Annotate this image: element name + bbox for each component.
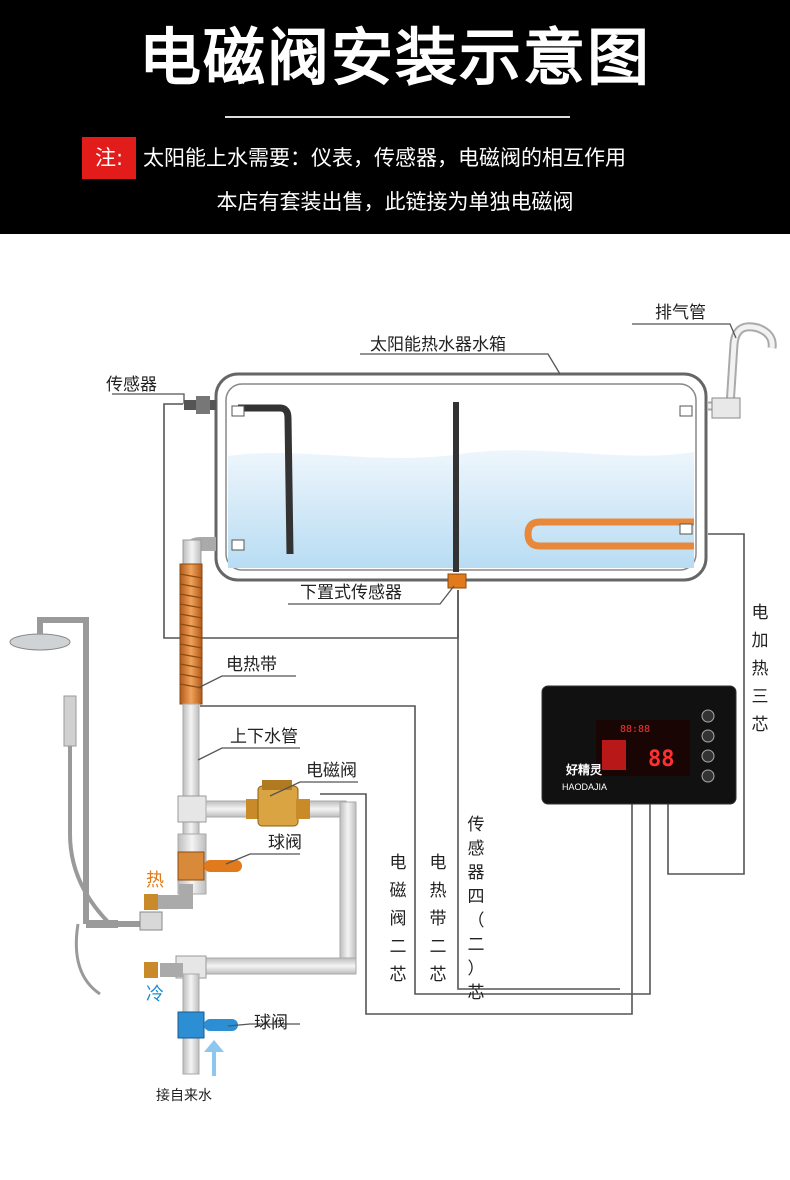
controller-button-4 xyxy=(701,769,715,783)
vertical-label-char: 芯 xyxy=(468,983,485,1003)
label-heating-tape: 电热带 xyxy=(226,655,277,675)
vertical-label-char: 电 xyxy=(390,853,407,873)
controller-brand-en: HAODAJIA xyxy=(562,782,607,792)
vertical-label-char: 二 xyxy=(390,937,407,957)
controller-button-3 xyxy=(701,749,715,763)
note-text-line1: 太阳能上水需要：仪表，传感器，电磁阀的相互作用 xyxy=(143,146,626,170)
label-exhaust-pipe: 排气管 xyxy=(655,303,706,323)
label-tap-water: 接自来水 xyxy=(156,1087,212,1104)
installation-diagram: 88:88 88 好精灵 HAODAJIA 排气管 太阳能热水器水箱 传感器 下… xyxy=(9,303,777,1104)
title-divider xyxy=(225,116,570,118)
label-solenoid-valve: 电磁阀 xyxy=(306,761,357,781)
controller-button-2 xyxy=(701,729,715,743)
vertical-label-char: 芯 xyxy=(430,965,447,985)
label-sensor: 传感器 xyxy=(106,375,157,395)
label-up-down-pipe: 上下水管 xyxy=(230,727,298,747)
label-ball-valve-cold: 球阀 xyxy=(254,1013,288,1033)
header-banner: 电磁阀安装示意图 注: 太阳能上水需要：仪表，传感器，电磁阀的相互作用 本店有套… xyxy=(0,0,790,234)
vertical-label-char: 电 xyxy=(752,603,769,623)
label-cold: 冷 xyxy=(146,984,164,1005)
label-bottom-sensor: 下置式传感器 xyxy=(300,583,402,603)
vertical-label-char: ） xyxy=(468,959,485,979)
controller-brand: 好精灵 xyxy=(565,762,603,777)
vertical-label-char: 热 xyxy=(430,881,447,901)
vertical-label-char: 芯 xyxy=(752,715,769,735)
note-badge: 注: xyxy=(82,137,136,179)
vertical-label-char: 芯 xyxy=(390,965,407,985)
diagram-labels: 排气管 太阳能热水器水箱 传感器 下置式传感器 电热带 上下水管 电磁阀 球阀 … xyxy=(106,303,706,1104)
controller-digits-main: 88 xyxy=(648,747,675,772)
top-sensor xyxy=(184,396,216,414)
vertical-label-char: 传 xyxy=(468,815,485,835)
page-title: 电磁阀安装示意图 xyxy=(138,21,651,94)
bottom-sensor-probe xyxy=(447,573,467,589)
vertical-label-char: 加 xyxy=(752,631,769,651)
vertical-label-char: 磁 xyxy=(390,881,407,901)
tap-water-arrow xyxy=(204,1040,224,1076)
vertical-label-char: 四 xyxy=(468,887,485,907)
label-water-tank: 太阳能热水器水箱 xyxy=(370,335,506,355)
label-hot: 热 xyxy=(146,870,164,891)
vertical-label-char: （ xyxy=(468,911,485,931)
vertical-label-char: 二 xyxy=(468,935,485,955)
controller-digits-top: 88:88 xyxy=(620,724,650,735)
heating-element xyxy=(524,518,694,550)
inner-pipe xyxy=(238,404,294,555)
vertical-label-char: 感 xyxy=(468,839,485,859)
vertical-label-char: 阀 xyxy=(390,909,407,929)
water-tank xyxy=(214,372,708,589)
vertical-label-char: 三 xyxy=(752,687,769,707)
hot-ball-valve xyxy=(144,851,242,910)
exhaust-pipe xyxy=(708,322,777,419)
vertical-label-char: 热 xyxy=(752,659,769,679)
label-ball-valve-hot: 球阀 xyxy=(268,833,302,853)
solenoid-valve xyxy=(246,780,310,827)
leader-lines xyxy=(112,323,737,1027)
controller-panel: 88:88 88 好精灵 HAODAJIA xyxy=(541,685,737,805)
controller-button-1 xyxy=(701,709,715,723)
vertical-label-char: 带 xyxy=(430,909,447,929)
vertical-label-char: 二 xyxy=(430,937,447,957)
wiring-lines xyxy=(163,403,745,1015)
shower-fixture xyxy=(9,617,163,996)
vertical-label-char: 器 xyxy=(468,863,485,883)
cold-ball-valve xyxy=(144,962,238,1039)
note-text-line2: 本店有套装出售，此链接为单独电磁阀 xyxy=(216,190,574,214)
vertical-label-char: 电 xyxy=(430,853,447,873)
